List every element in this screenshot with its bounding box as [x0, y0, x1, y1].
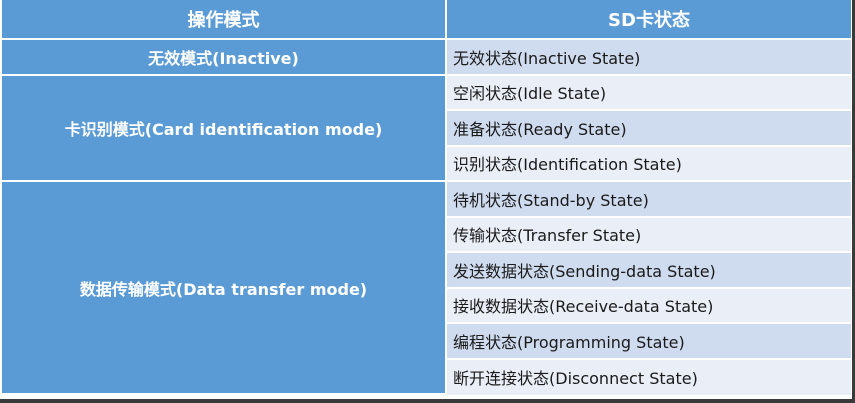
state-cell: 发送数据状态(Sending-data State) [447, 253, 851, 289]
state-cell: 待机状态(Stand-by State) [447, 182, 851, 218]
table-row: 接收数据状态(Receive-data State) [2, 288, 851, 324]
table-row: 编程状态(Programming State) [2, 324, 851, 360]
table-row: 发送数据状态(Sending-data State) [2, 253, 851, 289]
table-row: 卡识别模式(Card identification mode) 空闲状态(Idl… [2, 75, 851, 182]
table-row: 数据传输模式(Data transfer mode) 待机状态(Stand-by… [2, 182, 851, 395]
mode-cell-inactive: 无效模式(Inactive) [2, 40, 447, 76]
mode-cell-card-identification: 卡识别模式(Card identification mode) [2, 75, 447, 182]
table-row: 传输状态(Transfer State) [2, 217, 851, 253]
mode-cell-data-transfer: 数据传输模式(Data transfer mode) [2, 182, 447, 395]
table-row: 断开连接状态(Disconnect State) [2, 359, 851, 395]
state-cell: 识别状态(Identification State) [447, 146, 851, 182]
table-row: 识别状态(Identification State) [2, 146, 851, 182]
state-cell: 准备状态(Ready State) [447, 111, 851, 147]
table-row: 准备状态(Ready State) [2, 111, 851, 147]
state-cell: 断开连接状态(Disconnect State) [447, 359, 851, 395]
state-cell: 空闲状态(Idle State) [447, 75, 851, 111]
state-cell: 编程状态(Programming State) [447, 324, 851, 360]
state-cell: 传输状态(Transfer State) [447, 217, 851, 253]
header-operation-mode: 操作模式 [2, 0, 447, 40]
sd-card-state-table: 操作模式 SD卡状态 无效模式(Inactive) 无效状态(Inactive … [2, 0, 851, 395]
table-row: 无效模式(Inactive) 无效状态(Inactive State) [2, 40, 851, 76]
state-cell: 无效状态(Inactive State) [447, 40, 851, 76]
state-cell: 接收数据状态(Receive-data State) [447, 288, 851, 324]
header-row: 操作模式 SD卡状态 [2, 0, 851, 40]
header-sd-card-state: SD卡状态 [447, 0, 851, 40]
